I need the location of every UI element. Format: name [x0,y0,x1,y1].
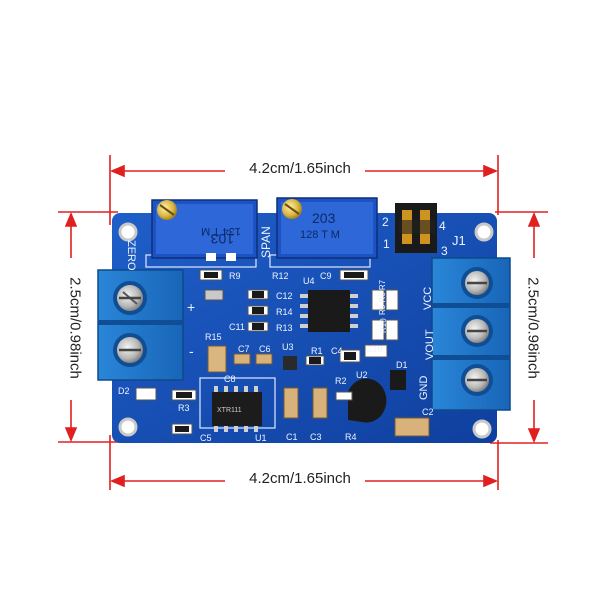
c9-label: C9 [320,271,332,281]
c12-label: C12 [276,291,293,301]
pot-left-code: 103 [210,231,234,247]
right-height-label: 2.5cm/0.98inch [524,277,542,379]
c3-label: C3 [310,432,322,442]
span-label: SPAN [259,226,273,258]
r4-label: R4 [345,432,357,442]
input-terminal-block[interactable] [97,269,184,381]
r12-label: R12 [272,271,289,281]
dimension-lines [58,155,548,490]
r10-label: R10 [379,318,388,333]
c10-label: C10 [366,344,383,354]
r15-label: R15 [205,332,222,342]
zero-potentiometer[interactable] [151,199,258,259]
u1-label: U1 [255,433,267,443]
jumper-pin4-label: 4 [439,219,446,233]
c6-label: C6 [259,344,271,354]
d1-label: D1 [396,360,408,370]
output-terminal-block[interactable] [431,257,511,411]
d2-label: D2 [118,386,130,396]
vout-label: VOUT [424,329,436,360]
jumper-pin3-label: 3 [441,244,448,258]
r2-label: R2 [335,376,347,386]
u2-label: U2 [356,370,368,380]
u2-transistor [348,378,387,423]
span-potentiometer[interactable] [276,197,378,259]
r13-label: R13 [276,323,293,333]
pot-right-code: 203 [312,210,336,226]
c2-label: C2 [422,407,434,417]
silkscreen-labels: ZERO SPAN 103 134 T M 203 128 T M 1 2 3 … [118,210,466,443]
u1-chip-marking: XTR111 [217,407,242,414]
c1-label: C1 [286,432,298,442]
u3-label: U3 [282,342,294,352]
top-width-label: 4.2cm/1.65inch [249,160,351,177]
u1-ic-chip [212,386,262,432]
u4-label: U4 [303,276,315,286]
mounting-holes [118,222,494,439]
bottom-width-label: 4.2cm/1.65inch [249,470,351,487]
smd-components [135,253,430,437]
pot-left-sub: 134 T M [201,225,241,237]
c11-label: C11 [229,322,245,332]
jumper-pin1-label: 1 [383,237,390,251]
jumper-pin2-label: 2 [382,215,389,229]
j1-label: J1 [452,233,466,248]
c5-label: C5 [200,433,212,443]
c4-label: C4 [331,346,343,356]
plus-label: + [187,299,195,315]
r9-label: R9 [229,271,241,281]
c7-label: C7 [238,344,250,354]
vcc-label: VCC [422,287,434,310]
r5r6r7-label: R5 R6 R7 [378,279,387,315]
gnd-label: GND [418,376,430,401]
r14-label: R14 [276,307,293,317]
zero-label: ZERO [125,240,137,271]
u4-ic-chip [300,290,358,332]
r3-label: R3 [178,403,190,413]
minus-label: - [189,343,194,359]
c8-label: C8 [224,374,236,384]
left-height-label: 2.5cm/0.98inch [66,277,84,379]
pot-right-sub: 128 T M [300,229,340,241]
r1-label: R1 [311,346,323,356]
jumper-header[interactable] [395,203,437,253]
